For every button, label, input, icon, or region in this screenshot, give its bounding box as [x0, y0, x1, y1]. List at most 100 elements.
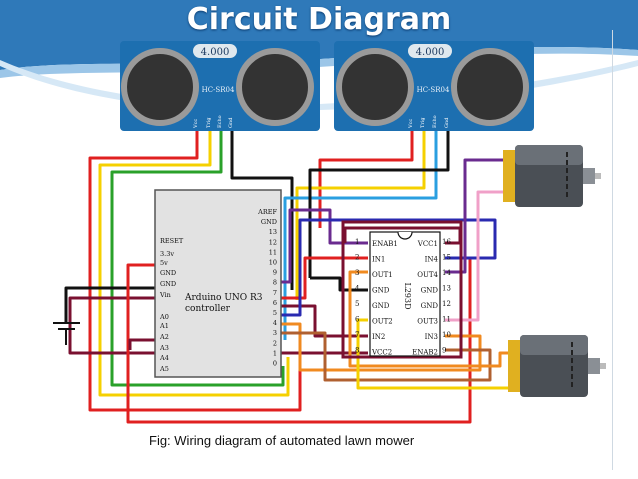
- arduino-pin-label: 9: [273, 269, 277, 277]
- driver-pin-number: 1: [355, 238, 359, 246]
- wire-sensor1-vcc: [88, 130, 302, 412]
- driver-pin-number: 11: [442, 316, 451, 324]
- sensor-display-text: 4.000: [201, 47, 230, 58]
- arduino-pin-label: 5v: [160, 259, 168, 267]
- driver-pin-number: 6: [355, 316, 360, 324]
- wire-pin4-in3: [281, 322, 482, 372]
- driver-pin-label: GND: [421, 302, 439, 310]
- driver-pin-number: 5: [355, 300, 359, 308]
- sensor-pin-vcc: Vcc: [193, 119, 199, 129]
- arduino-pin-label: 11: [269, 248, 277, 256]
- sensor-model-text: HC-SR04: [202, 86, 235, 94]
- driver-pin-label: IN1: [372, 256, 385, 264]
- wire-sensor2-gnd: [308, 130, 450, 278]
- arduino-pin-label: 3: [273, 329, 277, 337]
- arduino-pin-label: Vin: [159, 291, 171, 299]
- sensor-pin-echo: Echo: [217, 115, 223, 128]
- arduino-board: Arduino UNO R3 controller RESET3.3v5vGND…: [154, 189, 282, 378]
- figure-caption: Fig: Wiring diagram of automated lawn mo…: [149, 433, 415, 448]
- ultrasonic-sensor-2: 4.000 HC-SR04 Vcc Trig Echo Gnd: [334, 41, 534, 131]
- dc-motor-1: [503, 145, 601, 207]
- sensor-transducer-left: [121, 48, 199, 126]
- driver-pin-label: VCC1: [417, 240, 438, 248]
- arduino-pin-label: GND: [261, 218, 277, 226]
- sensor-display-text: 4.000: [416, 47, 445, 58]
- driver-pin-number: 14: [442, 269, 451, 277]
- arduino-pin-label: 1: [273, 349, 277, 357]
- driver-pin-number: 2: [355, 254, 359, 262]
- driver-pin-label: ENAB1: [372, 240, 398, 248]
- driver-pin-label: IN3: [425, 333, 438, 341]
- driver-pin-number: 7: [355, 331, 359, 339]
- sensor-pin-echo: Echo: [432, 115, 438, 128]
- driver-pin-number: 9: [442, 347, 446, 355]
- arduino-pin-label: 12: [269, 238, 277, 246]
- driver-pin-number: 16: [442, 238, 451, 246]
- driver-pin-number: 10: [442, 331, 451, 339]
- driver-pin-label: IN4: [425, 256, 439, 264]
- arduino-pin-label: 7: [273, 289, 277, 297]
- wire-sensor2-vcc: [318, 130, 414, 228]
- arduino-pin-label: 5: [273, 309, 277, 317]
- driver-pin-label: VCC2: [371, 349, 392, 357]
- driver-pin-label: GND: [372, 302, 390, 310]
- arduino-pin-label: A5: [159, 365, 169, 373]
- wire-sensor2-echo: [283, 130, 438, 340]
- wire-ground-main: [64, 286, 155, 323]
- driver-pin-label: OUT1: [372, 271, 393, 279]
- wire-a2: [128, 338, 155, 350]
- driver-pin-label: OUT3: [417, 318, 438, 326]
- wire-pin5-in4: [281, 218, 497, 317]
- arduino-pin-label: GND: [160, 280, 176, 288]
- dc-motor-2: [508, 335, 606, 397]
- driver-pin-label: ENAB2: [412, 349, 438, 357]
- sensor-pin-trig: Trig: [420, 117, 426, 128]
- driver-pin-number: 15: [442, 254, 451, 262]
- driver-pin-number: 12: [442, 300, 451, 308]
- wire-sensor2-trig: [295, 130, 426, 300]
- wire-pin7-in1: [281, 256, 368, 300]
- l293d-driver: L293D ENAB11IN12OUT13GND4GND5OUT26IN27VC…: [341, 220, 463, 359]
- driver-pin-label: GND: [421, 287, 439, 295]
- driver-name: L293D: [403, 283, 412, 310]
- wire-motor2-a: [348, 270, 510, 368]
- sensor-pin-gnd: Gnd: [444, 117, 450, 128]
- driver-pin-number: 3: [355, 269, 359, 277]
- driver-pin-number: 4: [355, 285, 360, 293]
- wire-sensor1-trig: [98, 130, 290, 397]
- wire-pin3-enab2: [281, 331, 492, 382]
- sensor-pin-trig: Trig: [206, 117, 212, 128]
- arduino-pin-label: 0: [273, 360, 277, 368]
- ultrasonic-sensor-1: 4.000 HC-SR04 Vcc Trig Echo Gnd: [120, 41, 320, 131]
- arduino-pin-label: AREF: [257, 208, 277, 216]
- arduino-label-line1: Arduino UNO R3: [184, 293, 263, 303]
- sensor-model-text: HC-SR04: [417, 86, 450, 94]
- sensor-pin-gnd: Gnd: [228, 117, 234, 128]
- arduino-label-line2: controller: [185, 304, 231, 314]
- sensor-pin-vcc: Vcc: [408, 119, 414, 129]
- arduino-pin-label: GND: [160, 269, 176, 277]
- arduino-pin-label: 4: [273, 319, 277, 327]
- slide-title: Circuit Diagram: [186, 2, 452, 37]
- sensor-transducer-right: [236, 48, 314, 126]
- wire-sensor1-gnd: [230, 130, 294, 290]
- wire-ground-driver: [310, 276, 368, 292]
- battery-symbol: [53, 322, 80, 345]
- arduino-pin-label: A1: [159, 322, 169, 330]
- driver-pin-number: 8: [355, 347, 359, 355]
- driver-pin-label: GND: [372, 287, 390, 295]
- wire-motor1-b: [445, 190, 508, 322]
- wire-sensor1-echo: [110, 130, 285, 387]
- arduino-pin-label: 6: [273, 299, 277, 307]
- arduino-pin-label: A4: [159, 354, 169, 362]
- arduino-pin-label: 3.3v: [160, 250, 174, 258]
- sensor-transducer-left: [336, 48, 414, 126]
- driver-pin-label: OUT4: [417, 271, 438, 279]
- arduino-pin-label: 8: [273, 279, 277, 287]
- arduino-pin-label: 13: [269, 228, 277, 236]
- arduino-pin-label: A2: [159, 333, 169, 341]
- arduino-pin-label: A3: [159, 344, 169, 352]
